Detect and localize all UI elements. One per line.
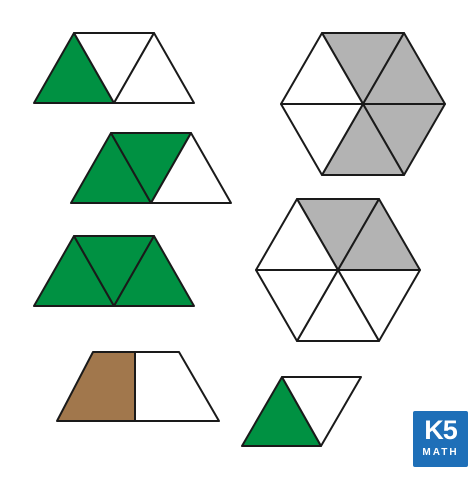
rhombus-half-shaded <box>241 376 362 447</box>
trapezoid-fully-shaded <box>33 235 195 307</box>
unshaded-part <box>134 351 220 422</box>
unshaded-part <box>113 32 195 104</box>
shaded-part <box>56 351 136 422</box>
unshaded-part <box>281 376 362 447</box>
shaded-part <box>113 235 195 307</box>
hexagon-four-sixths-shaded <box>280 32 446 176</box>
hexagon-two-sixths-shaded <box>255 198 421 342</box>
trapezoid-two-thirds-shaded <box>70 132 232 204</box>
logo-brand: K5 <box>424 415 458 445</box>
unshaded-part <box>280 32 364 105</box>
k5-math-logo: K5 MATH <box>413 411 468 467</box>
trapezoid-one-third-shaded <box>33 32 195 104</box>
trapezoid-half-shaded <box>56 351 220 422</box>
unshaded-part <box>150 132 232 204</box>
logo-subtitle: MATH <box>422 447 459 458</box>
unshaded-part <box>255 198 339 271</box>
